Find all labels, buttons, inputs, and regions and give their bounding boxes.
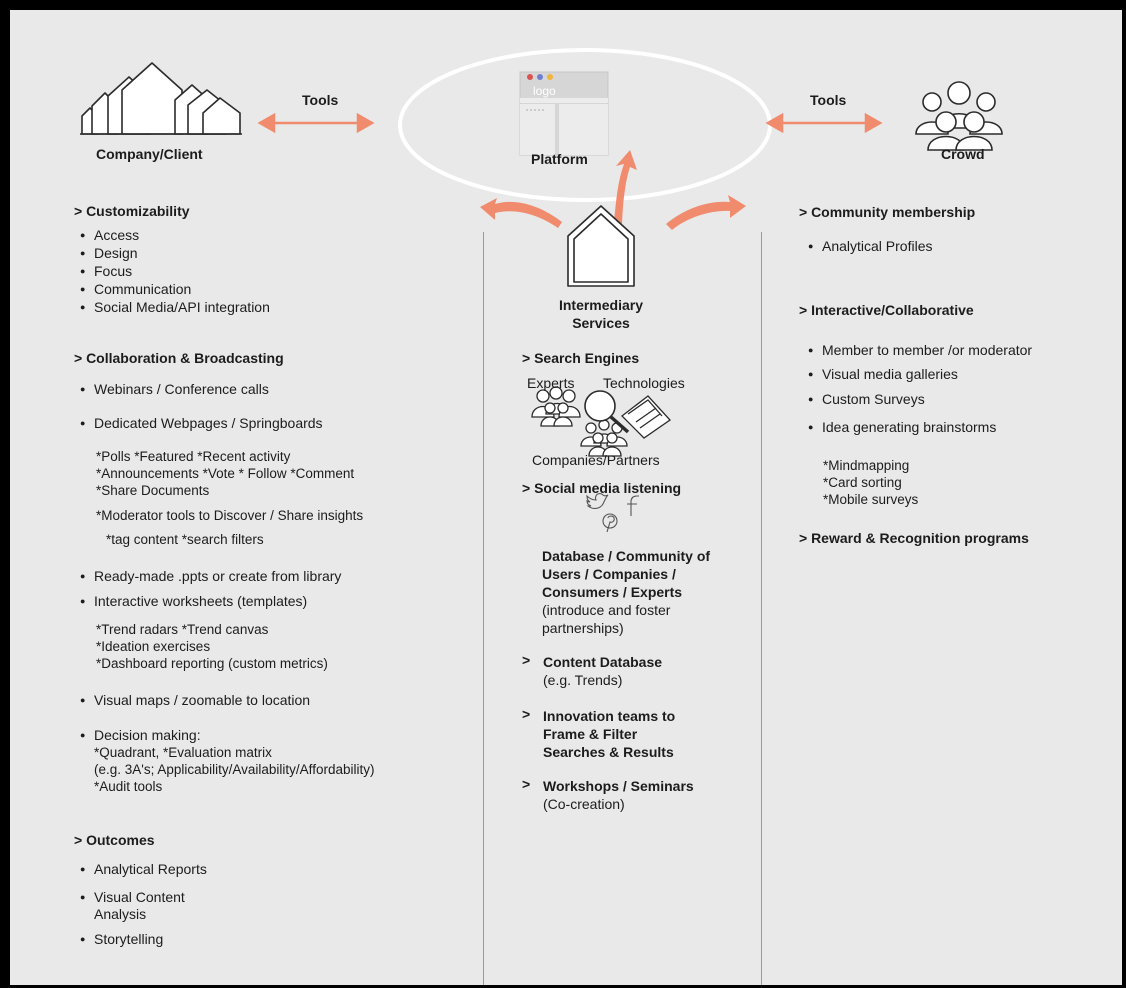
facebook-icon [627,495,639,516]
webinars-item: Webinars / Conference calls [80,380,269,398]
interactive-item: Idea generating brainstorms [808,418,996,436]
dedicated-sub-list: *Polls *Featured *Recent activity *Annou… [96,448,354,499]
platform-window-icon [519,71,609,156]
community-item: Analytical Profiles [808,237,932,255]
worksheets-item: Interactive worksheets (templates) [80,592,307,610]
interactive-item: Custom Surveys [808,390,925,408]
sub-item: *Announcements *Vote * Follow *Comment [96,466,355,481]
workshops-sub: (Co-creation) [543,796,625,812]
collaboration-heading: > Collaboration & Broadcasting [74,350,284,366]
content-database-sub: (e.g. Trends) [543,672,623,688]
outcome-item: Analytical Reports [80,860,207,878]
innovation-line: Innovation teams to [543,708,676,724]
customizability-item: Focus [80,262,132,280]
curved-arrow-up [614,150,637,224]
sub-item: (e.g. 3A's; Applicability/Availability/A… [94,762,375,777]
worksheets-sub-list: *Trend radars *Trend canvas *Ideation ex… [96,621,328,672]
innovation-gt: > [522,706,531,722]
magnifier-icon [584,390,630,434]
reward-heading: > Reward & Recognition programs [799,530,1029,546]
crowd-people-icon [915,81,1003,151]
companies-partners-label: Companies/Partners [532,452,660,468]
twitter-icon [586,493,609,509]
sub-item: *Quadrant, *Evaluation matrix [94,745,272,760]
company-client-label: Company/Client [96,146,203,162]
intermediary-house-icon [567,205,635,287]
outcome-item: Visual Content [80,888,185,906]
diagram-graphics [80,48,1003,533]
database-line: Database / Community of [542,548,711,564]
moderator-tools-text: *Moderator tools to Discover / Share ins… [96,508,364,523]
interactive-heading: > Interactive/Collaborative [799,302,974,318]
platform-logo-label: logo [533,84,556,98]
curved-arrow-right [666,195,746,230]
intermediary-line-2: Services [572,315,630,331]
sub-item: *Trend radars *Trend canvas [96,622,269,637]
sub-item: *Card sorting [823,475,902,490]
database-sub: partnerships) [542,620,624,636]
database-line: Users / Companies / [542,566,676,582]
database-sub: (introduce and foster [542,602,671,618]
outcome-item: Storytelling [80,930,163,948]
experts-label: Experts [527,375,575,391]
customizability-heading: > Customizability [74,203,190,219]
interactive-item: Visual media galleries [808,365,958,383]
innovation-line: Frame & Filter [543,726,638,742]
dedicated-webpages-item: Dedicated Webpages / Springboards [80,414,323,432]
sub-item: *Share Documents [96,483,210,498]
sub-item: *Polls *Featured *Recent activity [96,449,291,464]
customizability-item: Communication [80,280,191,298]
tools-left-label: Tools [302,92,339,108]
outcome-item-continued: Analysis [94,906,147,922]
visual-maps-item: Visual maps / zoomable to location [80,691,310,709]
search-engines-illustration [531,386,671,457]
database-block: Database / Community of Users / Companie… [542,547,710,637]
intermediary-services-title: Intermediary Services [520,296,682,332]
sub-item: *Audit tools [94,779,163,794]
interactive-item: Member to member /or moderator [808,341,1032,359]
divider-left [483,232,484,985]
pinterest-icon [602,513,618,533]
content-database-block: Content Database (e.g. Trends) [543,653,662,689]
tools-arrow-right [765,112,883,134]
social-media-heading: > Social media listening [522,480,682,496]
intermediary-line-1: Intermediary [558,297,644,313]
platform-label: Platform [531,151,588,167]
crowd-label: Crowd [941,146,985,162]
search-engines-heading: > Search Engines [522,350,640,366]
interactive-sub-list: *Mindmapping *Card sorting *Mobile surve… [823,457,918,508]
database-line: Consumers / Experts [542,584,683,600]
decision-making-item: Decision making: [80,726,201,744]
technologies-icon [621,395,671,439]
sub-item: *Mobile surveys [823,492,919,507]
content-database-heading: Content Database [543,654,663,670]
curved-arrow-left [480,198,562,228]
workshops-gt: > [522,776,531,792]
workshops-block: Workshops / Seminars (Co-creation) [543,777,694,813]
experts-group-icon [531,386,581,427]
divider-right [761,232,762,985]
tools-arrow-left [257,112,375,134]
decision-sub-list: *Quadrant, *Evaluation matrix (e.g. 3A's… [94,744,374,795]
sub-item: *Dashboard reporting (custom metrics) [96,656,328,671]
community-membership-heading: > Community membership [799,204,976,220]
diagram-frame: Tools Tools Company/Client Platform Crow… [10,10,1122,985]
innovation-line: Searches & Results [543,744,674,760]
innovation-block: Innovation teams to Frame & Filter Searc… [543,707,675,761]
company-houses-icon [80,62,242,135]
sub-item: *Mindmapping [823,458,910,473]
customizability-item: Access [80,226,139,244]
tag-content-text: *tag content *search filters [106,532,264,547]
outcomes-heading: > Outcomes [74,832,155,848]
customizability-item: Design [80,244,137,262]
workshops-heading: Workshops / Seminars [543,778,694,794]
tools-right-label: Tools [810,92,847,108]
readymade-item: Ready-made .ppts or create from library [80,567,341,585]
content-gt: > [522,652,531,668]
sub-item: *Ideation exercises [96,639,211,654]
technologies-label: Technologies [603,375,685,391]
customizability-item: Social Media/API integration [80,298,270,316]
